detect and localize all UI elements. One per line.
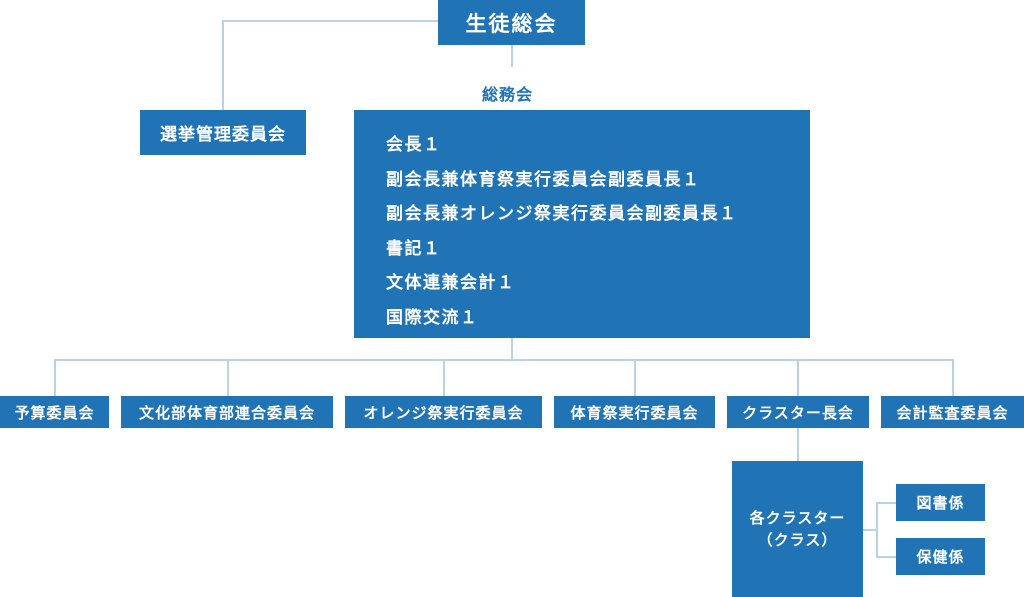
general-assembly-box: 生徒総会	[438, 0, 585, 45]
connector-drop-audit	[952, 359, 954, 396]
cluster-label-line1: 各クラスター	[749, 509, 846, 527]
connector-drop-cluster-head	[797, 359, 799, 396]
cluster-box: 各クラスター （クラス）	[732, 461, 863, 597]
connector-drop-bunka	[227, 359, 229, 396]
board-member: 副会長兼オレンジ祭実行委員会副委員長１	[386, 204, 738, 224]
board-box: 会長１ 副会長兼体育祭実行委員会副委員長１ 副会長兼オレンジ祭実行委員会副委員長…	[354, 110, 810, 338]
board-member: 会長１	[386, 135, 442, 155]
connector-board-down	[511, 338, 513, 360]
connector-cluster-to-roles	[863, 529, 877, 531]
committee-orange-festival-box: オレンジ祭実行委員会	[345, 396, 542, 428]
connector-committees-bus	[54, 359, 953, 361]
connector-to-library	[876, 502, 896, 504]
board-member: 国際交流１	[386, 307, 479, 328]
connector-to-health	[876, 556, 896, 558]
connector-general-to-board	[511, 45, 513, 67]
board-member: 書記１	[386, 238, 442, 259]
committee-clubs-federation-box: 文化部体育部連合委員会	[121, 396, 333, 428]
connector-drop-taiiku	[634, 359, 636, 396]
board-member-list: 会長１ 副会長兼体育祭実行委員会副委員長１ 副会長兼オレンジ祭実行委員会副委員長…	[386, 128, 738, 335]
committee-cluster-leaders-box: クラスター長会	[727, 396, 869, 428]
connector-general-to-election-vertical	[222, 20, 224, 110]
cluster-label-line2: （クラス）	[757, 531, 838, 549]
board-label: 総務会	[482, 85, 534, 104]
board-member: 副会長兼体育祭実行委員会副委員長１	[386, 169, 701, 190]
board-member: 文体連兼会計１	[386, 273, 516, 293]
connector-drop-yosan	[54, 359, 56, 396]
committee-sports-festival-box: 体育祭実行委員会	[554, 396, 715, 428]
connector-general-to-election-horizontal	[222, 20, 438, 22]
connector-cluster-roles-vertical	[876, 502, 878, 557]
committee-audit-box: 会計監査委員会	[881, 396, 1024, 428]
committee-budget-box: 予算委員会	[0, 396, 109, 428]
library-role-box: 図書係	[896, 484, 985, 521]
connector-drop-orange	[443, 359, 445, 396]
health-role-box: 保健係	[896, 538, 985, 575]
election-committee-box: 選挙管理委員会	[140, 110, 306, 155]
connector-cluster-head-to-cluster	[797, 428, 799, 461]
